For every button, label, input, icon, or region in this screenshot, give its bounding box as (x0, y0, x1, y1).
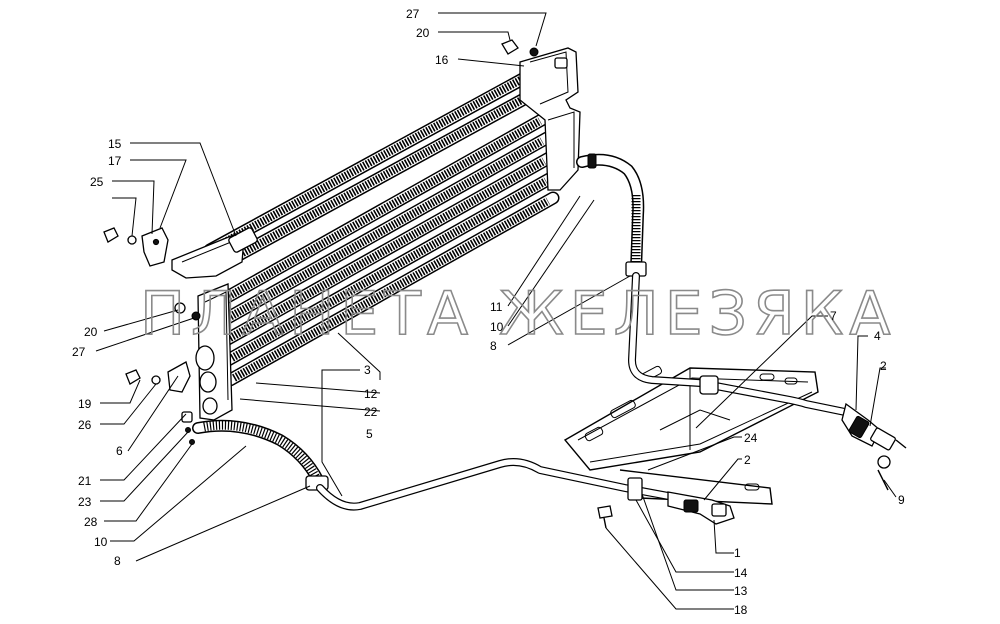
callout-21: 21 (78, 474, 92, 488)
frame-crossmember (563, 365, 819, 505)
callout-8-mid: 8 (490, 339, 497, 353)
radiator-tube-upper-2 (208, 86, 542, 275)
callout-18: 18 (734, 603, 748, 617)
callout-25: 25 (90, 175, 104, 189)
radiator-tube-lower-5 (223, 191, 560, 387)
upper-return-hose (576, 153, 849, 416)
callout-22: 22 (364, 405, 378, 419)
callout-24: 24 (744, 431, 758, 445)
callout-19: 19 (78, 397, 92, 411)
callout-4: 4 (874, 329, 881, 343)
callout-26: 26 (78, 418, 92, 432)
callout-3: 3 (364, 363, 371, 377)
watermark-text: ПЛАНЕТА ЖЕЛЕЗЯКА (140, 279, 896, 349)
bottom-fittings (597, 477, 735, 529)
left-tank (171, 227, 258, 421)
callout-2-right: 2 (880, 359, 887, 373)
right-connector (841, 402, 907, 491)
callout-20-top: 20 (416, 26, 430, 40)
callout-13: 13 (734, 584, 748, 598)
callout-12: 12 (364, 387, 378, 401)
callout-17: 17 (108, 154, 122, 168)
callout-labels: 27 20 16 15 17 25 11 10 8 20 27 3 19 12 … (72, 7, 905, 617)
lower-feed-hose (192, 419, 694, 511)
callout-7: 7 (830, 309, 837, 323)
callout-5: 5 (366, 427, 373, 441)
callout-11: 11 (490, 300, 503, 314)
radiator-tube-lower-1 (215, 111, 552, 307)
callout-20-left: 20 (84, 325, 98, 339)
callout-2-bottom: 2 (744, 453, 751, 467)
radiator-core (203, 68, 560, 387)
radiator-tube-lower-4 (221, 171, 558, 367)
radiator-tube-upper-1 (203, 68, 537, 257)
callout-27-top: 27 (406, 7, 420, 21)
callout-6: 6 (116, 444, 123, 458)
radiator-tube-lower-2 (217, 131, 554, 327)
left-fasteners (103, 39, 539, 445)
callout-23: 23 (78, 495, 92, 509)
callout-27-left: 27 (72, 345, 86, 359)
right-tank (519, 47, 581, 191)
callout-14: 14 (734, 566, 748, 580)
callout-1: 1 (734, 546, 741, 560)
radiator-tube-lower-3 (219, 151, 556, 347)
callout-8-bottom: 8 (114, 554, 121, 568)
callout-15: 15 (108, 137, 122, 151)
callout-28: 28 (84, 515, 98, 529)
callout-10-bottom: 10 (94, 535, 108, 549)
callout-16: 16 (435, 53, 449, 67)
leader-lines (95, 12, 897, 610)
callout-10-mid: 10 (490, 320, 504, 334)
callout-9: 9 (898, 493, 905, 507)
